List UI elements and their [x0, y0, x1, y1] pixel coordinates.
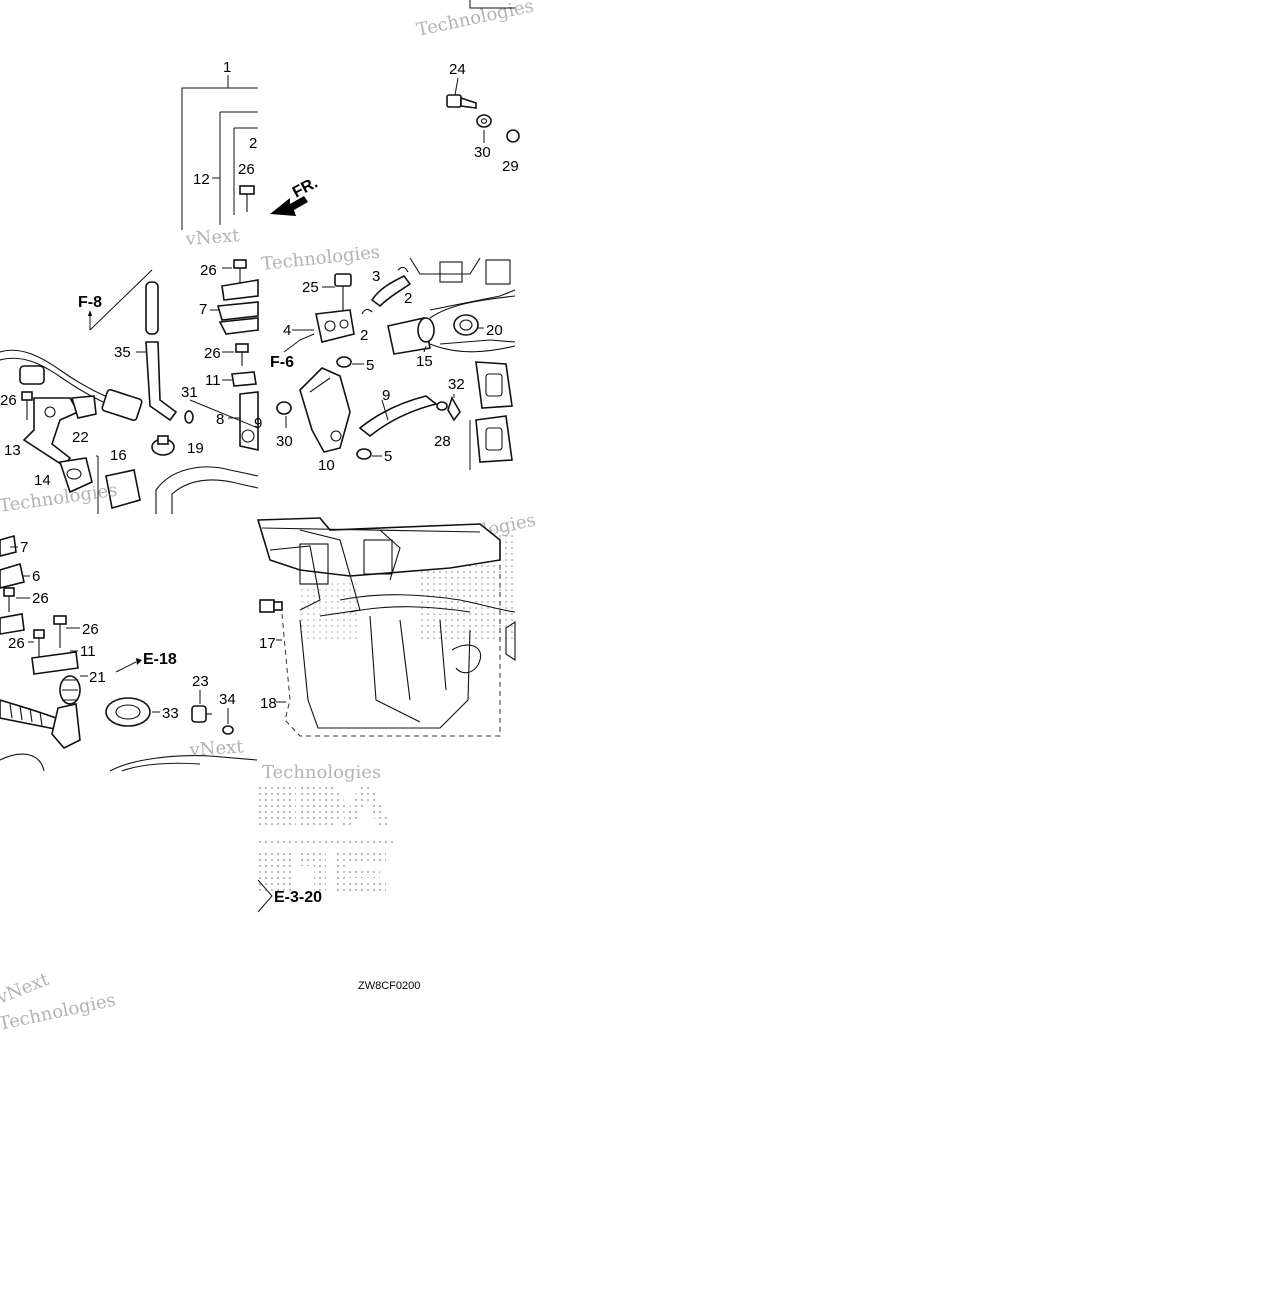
callout-26-a: 26: [200, 262, 217, 279]
callout-3: 3: [372, 268, 380, 285]
callout-34: 34: [219, 691, 236, 708]
callout-19: 19: [187, 440, 204, 457]
callout-30-b: 30: [276, 433, 293, 450]
callout-2-a: 2: [360, 327, 368, 344]
watermark-text: Technologies: [415, 0, 536, 41]
panel-mid-left: F-8: [0, 259, 262, 517]
ref-f6: F-6: [270, 354, 294, 371]
watermark-text: vNext: [0, 969, 53, 1009]
callout-26-b: 26: [204, 345, 221, 362]
panel-top-left: FR. 1 12 2 26 vNext: [181, 59, 321, 250]
callout-35: 35: [114, 344, 131, 361]
callout-7-a: 7: [199, 301, 207, 318]
callout-22: 22: [72, 429, 89, 446]
watermark-text: Technologies: [0, 480, 119, 517]
callout-4: 4: [283, 322, 291, 339]
callout-2-top: 2: [249, 135, 257, 152]
panel-bottom-left: vNext Technologies: [0, 969, 118, 1035]
callout-5-a: 5: [366, 357, 374, 374]
callout-23: 23: [192, 673, 209, 690]
watermark-text: Technologies: [262, 762, 381, 783]
direction-label: FR.: [290, 174, 321, 201]
watermark-text: Technologies: [260, 242, 381, 275]
figure-code: ZW8CF0200: [358, 980, 420, 992]
callout-13: 13: [4, 442, 21, 459]
callout-2-b: 2: [404, 290, 412, 307]
callout-11-b: 11: [80, 643, 96, 660]
callout-8: 8: [216, 411, 224, 428]
callout-18: 18: [260, 695, 277, 712]
callout-28: 28: [434, 433, 451, 450]
panel-lower-center: Technologies 17 18: [256, 510, 538, 737]
callout-5-b: 5: [384, 448, 392, 465]
ref-e3-20: E-3-20: [274, 889, 322, 906]
callout-26-f: 26: [8, 635, 25, 652]
ref-f8: F-8: [78, 294, 102, 311]
callout-29: 29: [502, 158, 519, 175]
panel-top-right: Technologies 24 30 29: [415, 0, 536, 175]
panel-bottom-center: Technologies E-3-20 ZW8CF0200: [257, 762, 420, 992]
front-arrow-icon: [270, 196, 308, 216]
callout-9: 9: [382, 387, 390, 404]
callout-11-a: 11: [205, 372, 221, 389]
watermark-text: vNext: [188, 736, 245, 761]
callout-26-c: 26: [0, 392, 17, 409]
callout-25: 25: [302, 279, 319, 296]
watermark-text: vNext: [184, 225, 241, 250]
callout-16: 16: [110, 447, 127, 464]
callout-17: 17: [259, 635, 276, 652]
callout-30-top: 30: [474, 144, 491, 161]
callout-14: 14: [34, 472, 51, 489]
panel-center: Technologies: [260, 242, 516, 474]
ref-e18: E-18: [143, 651, 177, 668]
callout-26-e: 26: [82, 621, 99, 638]
callout-24: 24: [449, 61, 466, 78]
callout-32: 32: [448, 376, 465, 393]
callout-33: 33: [162, 705, 179, 722]
callout-26-d: 26: [32, 590, 49, 607]
dotted-watermark-shapes: [258, 786, 396, 892]
callout-26-top: 26: [238, 161, 255, 178]
callout-15: 15: [416, 353, 433, 370]
callout-20: 20: [486, 322, 503, 339]
callout-12: 12: [193, 171, 210, 188]
panel-lower-left: E-18 7 6 26 26 26 11 21 23 34 33 vNext: [0, 534, 258, 772]
callout-1: 1: [223, 59, 231, 76]
callout-6: 6: [32, 568, 40, 585]
callout-21: 21: [89, 669, 106, 686]
callout-10: 10: [318, 457, 335, 474]
callout-7-b: 7: [20, 539, 28, 556]
callout-9-right: 9: [254, 415, 262, 432]
callout-31: 31: [181, 384, 198, 401]
